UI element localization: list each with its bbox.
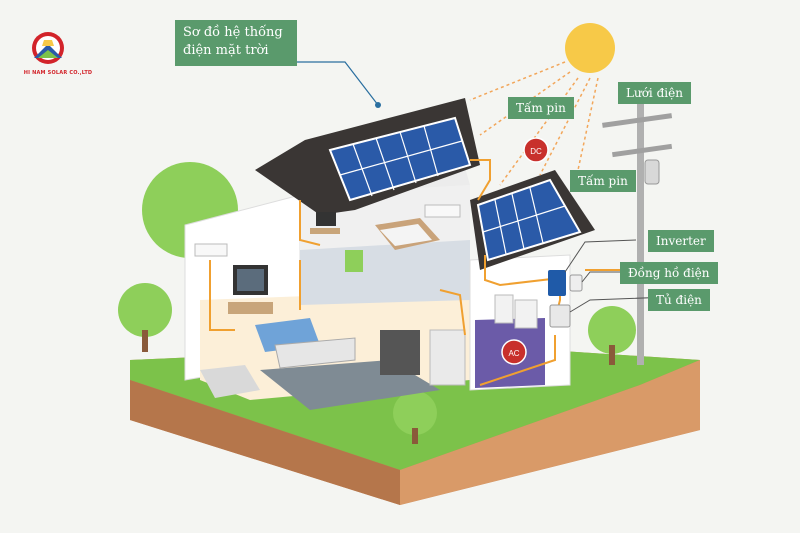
solar-panel-right bbox=[476, 178, 582, 262]
label-solar-panel-right: Tấm pin bbox=[570, 170, 636, 192]
label-grid: Lưới điện bbox=[618, 82, 691, 104]
diagram-title: Sơ đồ hệ thống điện mặt trời bbox=[175, 20, 297, 66]
tree-right bbox=[588, 306, 636, 365]
inverter-unit bbox=[548, 270, 566, 296]
title-pointer bbox=[297, 61, 379, 106]
utility-pole bbox=[602, 85, 673, 365]
label-solar-panel-top: Tấm pin bbox=[508, 97, 574, 119]
ac-badge bbox=[501, 339, 527, 365]
solar-panel-top bbox=[328, 116, 472, 202]
cabinet-unit bbox=[549, 304, 571, 328]
company-logo-text: HI NAM SOLAR CO.,LTD bbox=[23, 70, 93, 76]
meter-unit bbox=[569, 274, 583, 292]
logo-icon bbox=[32, 32, 64, 64]
label-meter: Đồng hồ điện bbox=[620, 262, 718, 284]
dc-badge bbox=[523, 137, 549, 163]
dc-badge-label: DC bbox=[530, 147, 542, 156]
tree-left bbox=[118, 283, 172, 352]
ac-badge-label: AC bbox=[508, 349, 519, 358]
label-leaders bbox=[564, 239, 671, 313]
title-line-1: Sơ đồ hệ thống bbox=[183, 25, 283, 40]
title-pointer-dot bbox=[375, 102, 381, 108]
tree-front bbox=[393, 391, 437, 444]
sun bbox=[565, 23, 615, 73]
label-cabinet: Tủ điện bbox=[648, 289, 710, 311]
interior-furniture bbox=[194, 204, 538, 398]
title-line-2: điện mặt trời bbox=[183, 43, 269, 58]
label-inverter: Inverter bbox=[648, 230, 714, 252]
